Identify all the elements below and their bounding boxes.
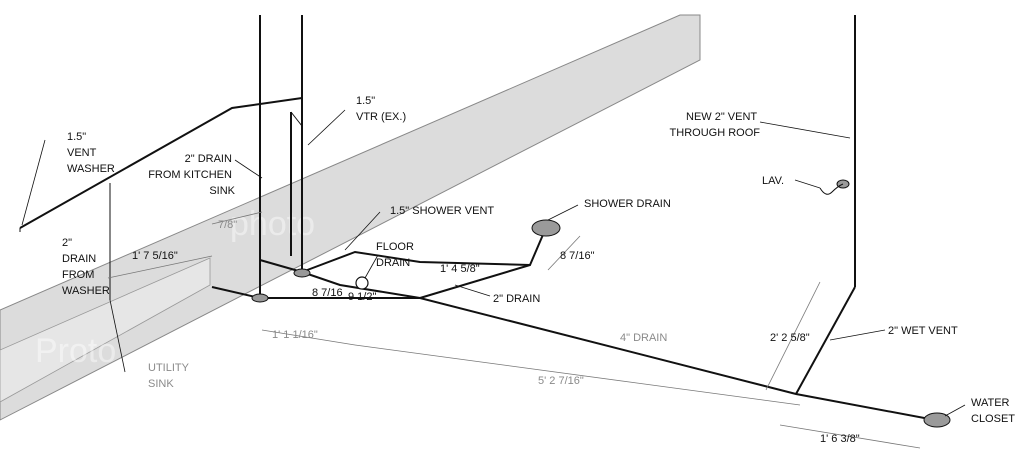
main-4-drain [211, 286, 936, 421]
shower-drain-icon [531, 219, 561, 237]
label-lav: LAV. [762, 175, 784, 187]
watermark-text-2: Proto [35, 332, 116, 370]
watermark-text-1: photo [230, 205, 315, 243]
label-2-drain: 2" DRAIN [493, 293, 540, 305]
water-closet-icon [923, 412, 951, 428]
dim-1-4-5-8: 1' 4 5/8" [440, 263, 480, 275]
label-drain-washer: 2" DRAIN FROM WASHER [62, 237, 110, 297]
drain-fitting-2 [293, 268, 311, 278]
label-water-closet: WATER CLOSET [971, 397, 1015, 425]
label-utility-sink: UTILITY SINK [148, 362, 192, 390]
shower-drain-line [301, 229, 546, 273]
label-vent-washer: 1.5" VENT WASHER [67, 131, 115, 175]
label-vtr: 1.5" VTR (EX.) [356, 95, 406, 123]
drain-fitting-1 [251, 293, 269, 303]
vent-washer-pipe [19, 97, 303, 229]
label-floor-drain: FLOOR DRAIN [376, 241, 417, 269]
wet-vent-pipe [795, 286, 856, 395]
dim-1-1-1-16: 1' 1 1/16" [272, 329, 318, 341]
dim-8-7-16-a: 8 7/16 [312, 287, 343, 299]
dim-7-8: 7/8" [218, 219, 237, 231]
floor-drain-line [259, 259, 421, 299]
beam-band [0, 14, 701, 421]
label-shower-vent: 1.5" SHOWER VENT [390, 205, 494, 217]
label-new-vent: NEW 2" VENT THROUGH ROOF [670, 111, 761, 139]
dim-9-1-2: 9 1/2" [348, 291, 376, 303]
dim-2-2-5-8: 2' 2 5/8" [770, 332, 810, 344]
label-4-drain: 4" DRAIN [620, 332, 667, 344]
dim-1-6-3-8: 1' 6 3/8" [820, 433, 860, 445]
dim-8-7-16-b: 8 7/16" [560, 250, 595, 262]
dim-1-7-5-16: 1' 7 5/16" [132, 250, 178, 262]
floor-drain-icon [355, 276, 369, 290]
beam-lower-band [0, 257, 211, 403]
label-drain-kitchen: 2" DRAIN FROM KITCHEN SINK [148, 153, 235, 197]
dim-5-2-7-16: 5' 2 7/16" [538, 375, 584, 387]
label-shower-drain: SHOWER DRAIN [584, 198, 671, 210]
label-wet-vent: 2" WET VENT [888, 325, 958, 337]
